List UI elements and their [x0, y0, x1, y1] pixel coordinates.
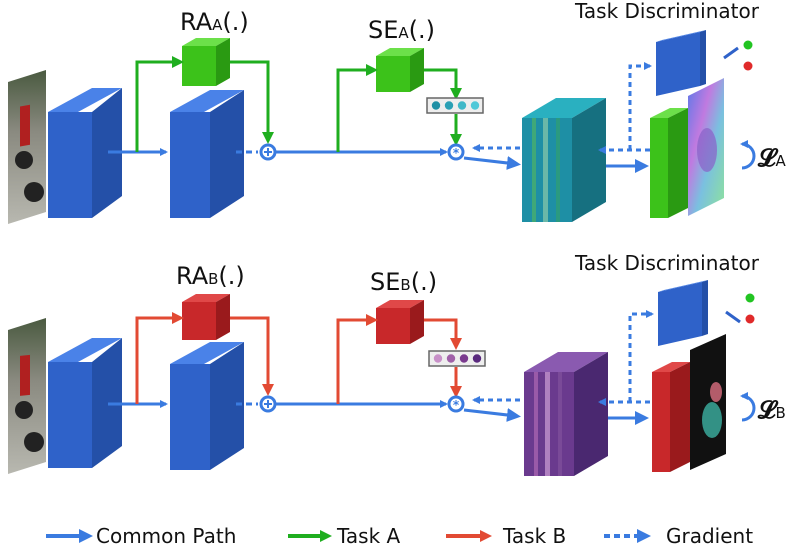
decoder-block-b [652, 362, 690, 472]
input-image-b [8, 318, 46, 474]
branch-a: RAA(.) SEA(.) [8, 0, 786, 224]
feature-stack-a [522, 98, 606, 222]
loss-label-b: 𝓛B [757, 396, 786, 424]
discriminator-switch-b [725, 310, 741, 324]
task-a-arrow-ra-in [135, 56, 184, 152]
task-a-arrow-se-out [424, 68, 462, 100]
loss-loop-a [740, 140, 756, 170]
multiply-node-a: * [447, 143, 465, 161]
encoder-block-a2 [170, 90, 244, 218]
legend-task-b-label: Task B [502, 524, 566, 548]
legend: Common Path Task A Task B Gradient [46, 524, 753, 548]
decoder-block-a [650, 108, 688, 218]
ra-block-b [182, 294, 230, 340]
common-path-arrow-a3 [463, 156, 521, 170]
task-b-arrow-se-out [424, 318, 462, 350]
encoder-block-a1 [48, 88, 122, 218]
task-discriminator-b [658, 280, 708, 346]
gradient-arrow-disc-b [628, 310, 654, 402]
se-label-a: SEA(.) [368, 16, 435, 44]
multiply-node-b: * [447, 395, 465, 413]
legend-gradient-label: Gradient [666, 524, 753, 548]
discriminator-label-b: Task Discriminator [574, 251, 760, 275]
discriminator-label-a: Task Discriminator [574, 0, 760, 23]
add-node-b [259, 395, 277, 413]
fake-indicator-a [743, 61, 753, 71]
encoder-block-b2 [170, 342, 244, 470]
ra-block-a [182, 38, 230, 86]
channel-vector-b [428, 350, 486, 367]
ra-label-a: RAA(.) [180, 8, 249, 36]
ra-label-b: RAB(.) [176, 262, 245, 290]
task-a-arrow-ra-out [230, 60, 274, 144]
fake-indicator-b [745, 314, 755, 324]
output-map-a [688, 78, 724, 216]
task-discriminator-a [656, 30, 706, 96]
branch-b: RAB(.) SEB(.) * [8, 251, 786, 476]
task-b-arrow-ra-in [135, 312, 184, 404]
real-indicator-a [743, 40, 753, 50]
loss-label-a: 𝓛A [757, 144, 786, 172]
loss-loop-b [740, 392, 756, 422]
common-path-arrow-b3 [463, 408, 521, 422]
legend-task-a-label: Task A [336, 524, 401, 548]
encoder-block-b1 [48, 338, 122, 468]
svg-text:*: * [453, 398, 460, 412]
se-label-b: SEB(.) [370, 268, 437, 296]
channel-vector-a [426, 97, 484, 114]
svg-text:*: * [453, 146, 460, 160]
legend-common-label: Common Path [96, 524, 236, 548]
input-image-a [8, 70, 46, 224]
real-indicator-b [745, 293, 755, 303]
task-b-arrow-ra-out [230, 316, 274, 396]
se-block-b [376, 300, 424, 344]
gradient-arrow-disc-a [628, 62, 652, 150]
task-a-arrow-se-in [336, 64, 378, 152]
feature-stack-b [524, 352, 608, 476]
task-b-arrow-se-in [336, 314, 378, 404]
add-node-a [259, 143, 277, 161]
output-map-b [690, 334, 726, 470]
discriminator-switch-a [723, 46, 739, 60]
se-block-a [376, 48, 424, 92]
